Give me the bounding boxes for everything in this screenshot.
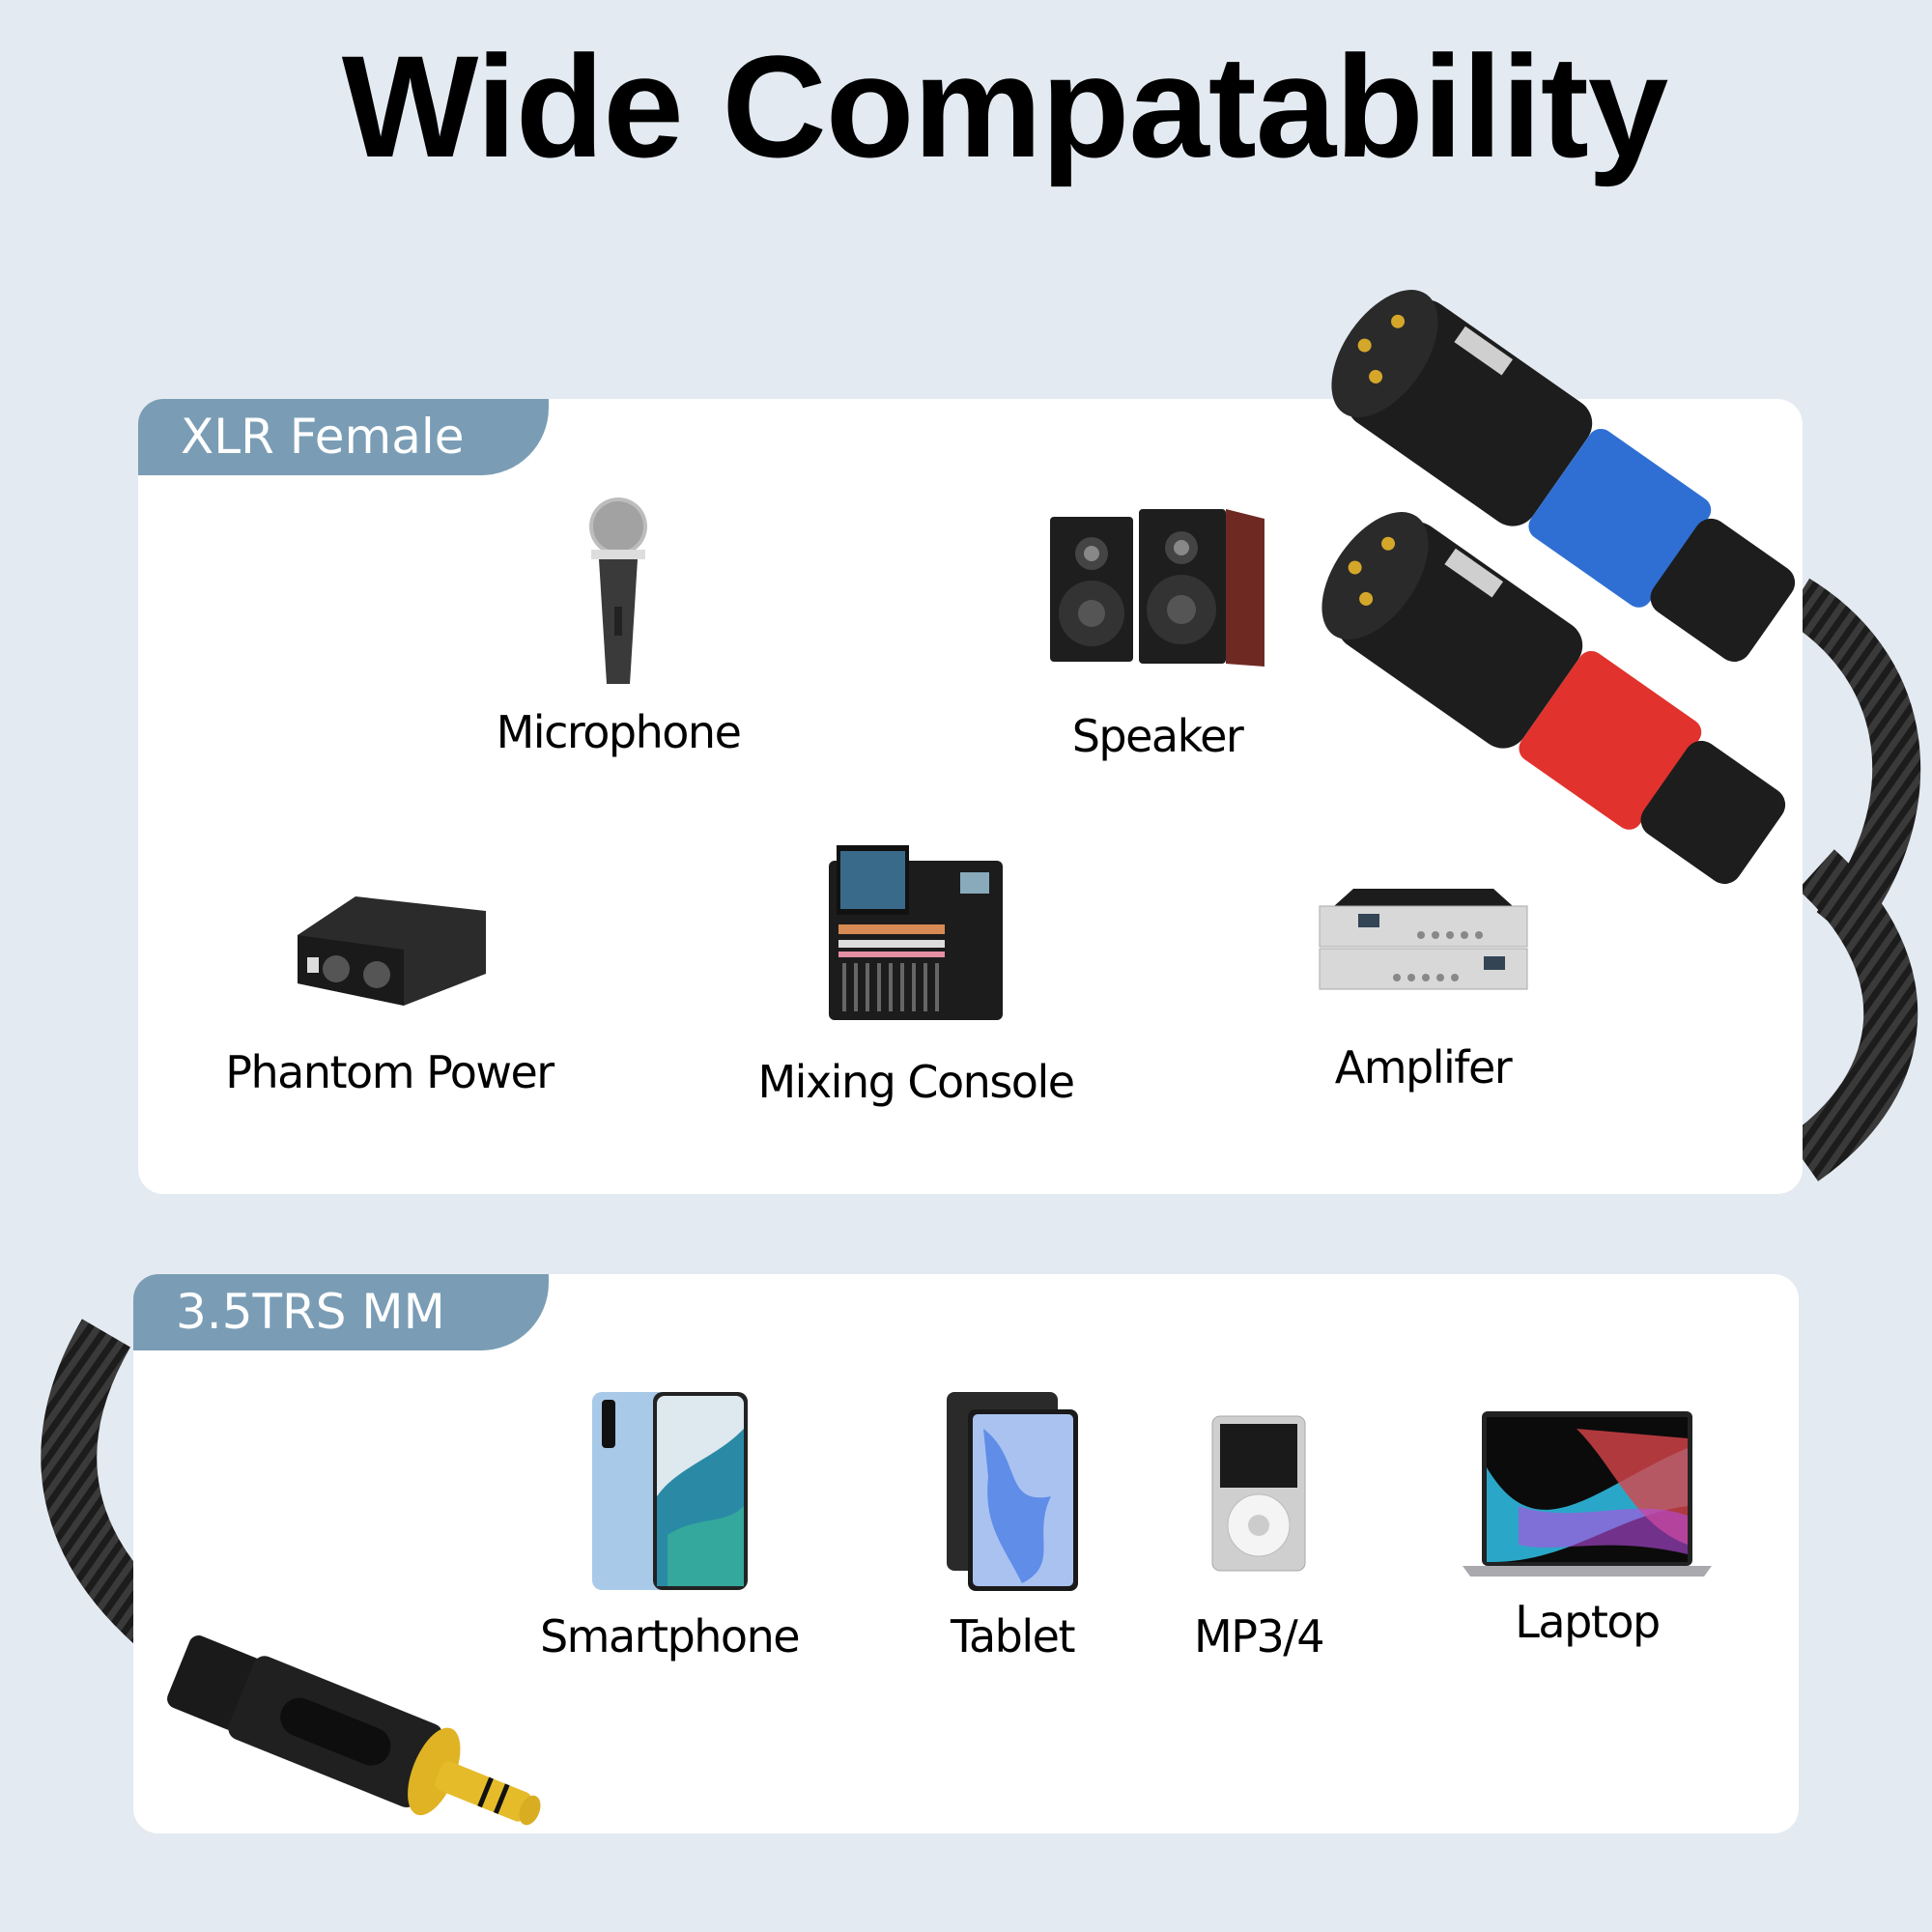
mp3-player-icon [1211, 1415, 1306, 1572]
device-label: MP3/4 [1194, 1610, 1324, 1662]
device-speaker: Speaker [1037, 507, 1278, 762]
xlr-female-tab: XLR Female [138, 399, 549, 475]
microphone-icon [589, 497, 647, 684]
device-microphone: Microphone [493, 496, 744, 758]
phantom-power-icon [298, 896, 486, 1006]
device-laptop: Laptop [1457, 1409, 1718, 1648]
page-title: Wide Compatability [341, 25, 1668, 187]
device-label: Tablet [951, 1610, 1076, 1662]
device-mixing-console: Mixing Console [737, 843, 1094, 1108]
device-smartphone: Smartphone [520, 1390, 819, 1662]
device-label: Speaker [1071, 710, 1244, 762]
device-tablet: Tablet [901, 1390, 1123, 1662]
smartphone-icon [591, 1392, 748, 1590]
mixing-console-icon [828, 845, 1003, 1020]
amplifier-icon [1319, 889, 1527, 990]
device-label: Microphone [496, 706, 742, 758]
device-label: Amplifer [1334, 1041, 1513, 1094]
device-label: Phantom Power [225, 1046, 554, 1098]
tablet-icon [947, 1392, 1078, 1591]
trs-35mm-card: 3.5TRS MM Smartphone Tablet MP3/4 [133, 1274, 1799, 1833]
xlr-female-card: XLR Female Microphone Speaker [138, 399, 1803, 1194]
device-amplifier: Amplifer [1278, 887, 1568, 1094]
laptop-icon [1463, 1411, 1712, 1577]
device-label: Laptop [1515, 1596, 1661, 1648]
device-phantom-power: Phantom Power [225, 892, 554, 1098]
device-mp3-player: MP3/4 [1157, 1414, 1360, 1662]
device-label: Mixing Console [757, 1056, 1075, 1108]
speaker-icon [1050, 509, 1264, 667]
device-label: Smartphone [539, 1610, 801, 1662]
trs-35mm-tab: 3.5TRS MM [133, 1274, 549, 1350]
